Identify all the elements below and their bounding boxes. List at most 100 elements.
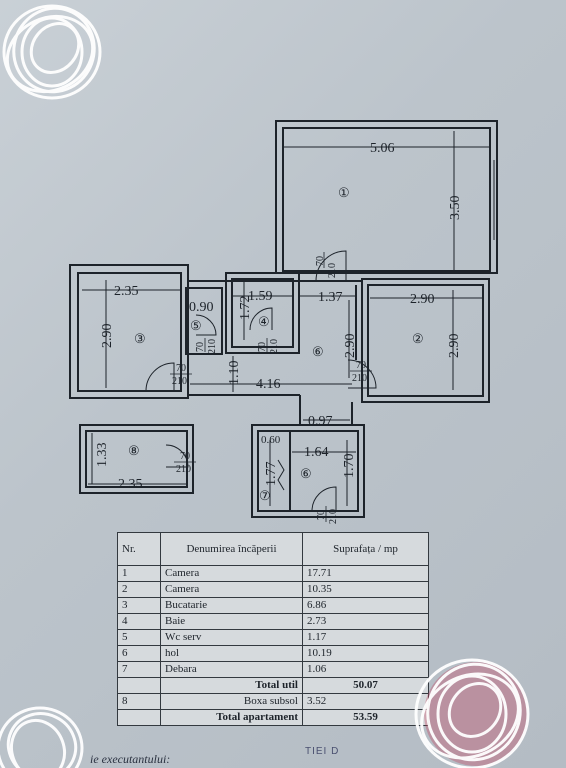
- room-4-number: ④: [258, 314, 270, 329]
- total-util-label: Total util: [160, 677, 303, 694]
- door-swings: [145, 250, 377, 512]
- row-name: hol: [160, 645, 303, 662]
- dim-room1-height: 3.50: [448, 196, 463, 221]
- row-name: Camera: [160, 565, 303, 582]
- room-number-labels: ① ② ③ ④ ⑤ ⑥ ⑥ ⑦ ⑧: [128, 185, 424, 503]
- row-nr: 2: [117, 581, 161, 598]
- row-nr: 1: [117, 565, 161, 582]
- dimension-labels: 5.06 3.50 2.90 2.90 2.35 2.90 1.59 1.72 …: [95, 141, 463, 492]
- svg-text:210: 210: [269, 339, 280, 354]
- room-6b-number: ⑥: [300, 466, 312, 481]
- stamp-fragment: TIEI D: [305, 746, 340, 757]
- svg-text:210: 210: [327, 263, 338, 278]
- room-1-walls: [275, 120, 498, 274]
- svg-text:210: 210: [207, 339, 218, 354]
- dim-box-2-35: 2.35: [118, 477, 143, 492]
- svg-text:70: 70: [356, 360, 366, 371]
- door-label-bath: 70 210: [257, 338, 280, 354]
- room-6-number: ⑥: [312, 344, 324, 359]
- dim-hall-4-16: 4.16: [256, 377, 281, 392]
- dim-hall-1-70: 1.70: [342, 454, 357, 479]
- table-row: 8 Boxa subsol 3.52: [117, 693, 429, 710]
- row-name: Bucatarie: [160, 597, 303, 614]
- dim-room2-height: 2.90: [447, 334, 462, 359]
- svg-text:70: 70: [315, 256, 326, 266]
- row-area: 2.73: [302, 613, 429, 630]
- door-label-kitchen: 70 210: [170, 363, 192, 387]
- dim-room4-height: 1.72: [238, 296, 253, 321]
- row-name: Baie: [160, 613, 303, 630]
- dim-room3-width: 2.35: [114, 284, 139, 299]
- room-2-number: ②: [412, 331, 424, 346]
- svg-text:210: 210: [352, 373, 367, 384]
- dim-hall-1-64: 1.64: [304, 445, 329, 460]
- table-row: 6 hol 10.19: [117, 645, 429, 662]
- svg-text:210: 210: [176, 464, 191, 475]
- table-row: 5 Wc serv 1.17: [117, 629, 429, 646]
- room-3-number: ③: [134, 331, 146, 346]
- row-area: 1.17: [302, 629, 429, 646]
- table-row: 2 Camera 10.35: [117, 581, 429, 598]
- dim-hall-2-90: 2.90: [343, 334, 358, 359]
- svg-text:70: 70: [176, 363, 186, 374]
- executant-note: ie executantului:: [90, 752, 171, 766]
- header-name: Denumirea încăperii: [160, 532, 303, 566]
- dim-hall-0-97: 0.97: [308, 414, 333, 429]
- door-labels: 70 210 70 210 70 210 70 210 70 210 70 21…: [170, 252, 372, 524]
- redaction-scribble-bottom-right: [414, 658, 530, 768]
- redaction-scribble-bottom-left: [0, 706, 84, 768]
- svg-text:70: 70: [316, 510, 327, 520]
- table-row: 7 Debara 1.06: [117, 661, 429, 678]
- dim-debara-1-77: 1.77: [264, 462, 279, 487]
- row-nr: 7: [117, 661, 161, 678]
- total-apartment-row: Total apartament 53.59: [117, 709, 429, 726]
- dim-box-1-33: 1.33: [95, 443, 110, 468]
- room-8-number: ⑧: [128, 443, 140, 458]
- door-label-wc: 70 210: [195, 338, 218, 354]
- svg-text:70: 70: [195, 342, 206, 352]
- dimension-lines: [82, 131, 490, 506]
- room-7-number: ⑦: [259, 488, 271, 503]
- row-nr: 4: [117, 613, 161, 630]
- row-name: Debara: [160, 661, 303, 678]
- row-nr: 6: [117, 645, 161, 662]
- dim-hall-1-37: 1.37: [318, 290, 343, 305]
- row-nr: 5: [117, 629, 161, 646]
- row-name: Camera: [160, 581, 303, 598]
- dim-room1-width: 5.06: [370, 141, 395, 156]
- row-area: 6.86: [302, 597, 429, 614]
- svg-text:210: 210: [328, 509, 339, 524]
- total-apartment-label: Total apartament: [160, 709, 303, 726]
- main-block-walls: [69, 264, 490, 410]
- svg-text:70: 70: [257, 342, 268, 352]
- row-area: 10.35: [302, 581, 429, 598]
- table-row: 3 Bucatarie 6.86: [117, 597, 429, 614]
- redaction-scribble-top-left: [2, 4, 102, 100]
- area-legend-table: Nr. Denumirea încăperii Suprafața / mp 1…: [117, 532, 429, 726]
- svg-text:70: 70: [180, 451, 190, 462]
- total-util-row: Total util 50.07: [117, 677, 429, 694]
- dim-debara-0-60: 0.60: [261, 434, 281, 446]
- dim-room5-width: 0.90: [189, 300, 214, 315]
- door-label-debara: 70 210: [316, 506, 339, 524]
- table-row: 4 Baie 2.73: [117, 613, 429, 630]
- debara-walls: [251, 410, 365, 518]
- dim-hall-1-10: 1.10: [227, 361, 242, 386]
- header-area: Suprafața / mp: [302, 532, 429, 566]
- door-label-box: 70 210: [174, 451, 196, 475]
- row-name: Wc serv: [160, 629, 303, 646]
- row-name: Boxa subsol: [160, 693, 303, 710]
- door-label-room2: 70 210: [350, 360, 372, 384]
- dim-room4-width: 1.59: [248, 289, 273, 304]
- dim-room3-height: 2.90: [100, 324, 115, 349]
- door-label-room1: 70 210: [315, 252, 338, 278]
- row-nr: 3: [117, 597, 161, 614]
- row-area: 17.71: [302, 565, 429, 582]
- room-1-number: ①: [338, 185, 350, 200]
- row-nr: 8: [117, 693, 161, 710]
- room-5-number: ⑤: [190, 318, 202, 333]
- header-nr: Nr.: [117, 532, 161, 566]
- table-row: 1 Camera 17.71: [117, 565, 429, 582]
- table-header-row: Nr. Denumirea încăperii Suprafața / mp: [117, 532, 429, 566]
